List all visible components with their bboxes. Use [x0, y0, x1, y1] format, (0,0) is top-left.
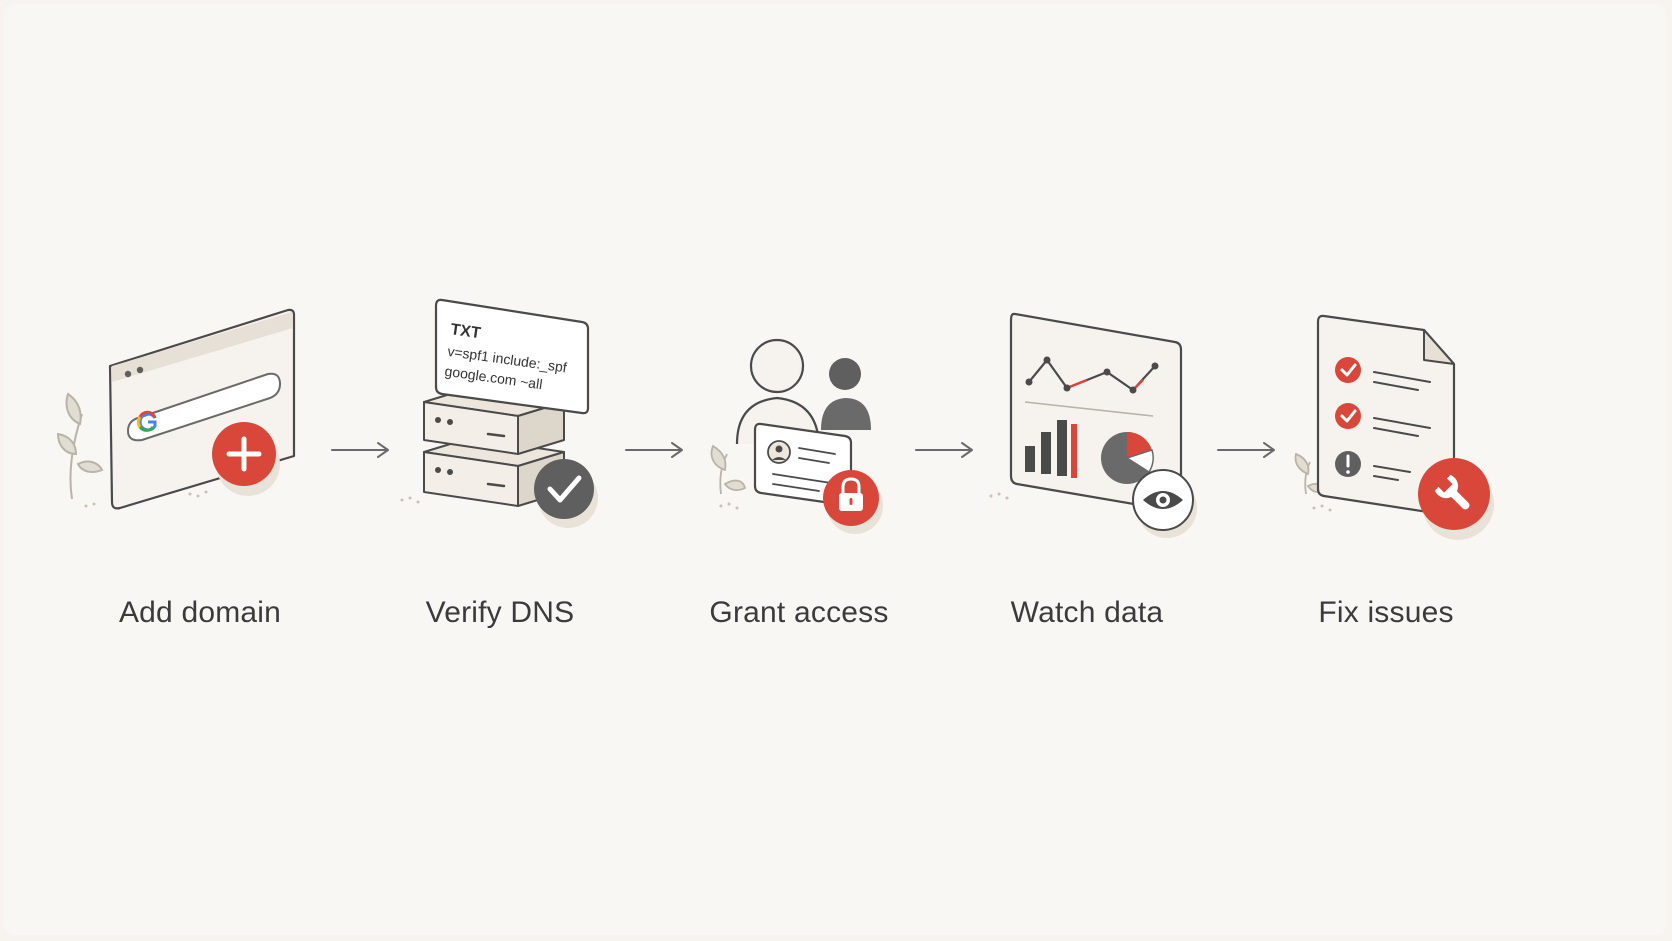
ground-dots — [719, 502, 739, 510]
users-lock-icon — [710, 338, 883, 534]
chart-eye-icon — [989, 312, 1197, 538]
leaf-decoration — [56, 392, 104, 500]
check-icon — [547, 475, 582, 503]
pie-chart — [1101, 431, 1154, 484]
leaf-decoration — [710, 444, 747, 495]
arrow-right-icon — [915, 442, 973, 458]
ground-dots — [84, 490, 208, 508]
dns-record-card: TXT v=spf1 include:_spf google.com ~all — [434, 298, 590, 415]
step-label: Grant access — [709, 596, 889, 629]
bar-chart — [1025, 420, 1077, 478]
check-item — [1335, 403, 1431, 437]
step-grant-access: Grant access — [649, 294, 949, 634]
step-label: Fix issues — [1318, 596, 1454, 629]
line-chart — [1025, 356, 1159, 394]
check-item — [1335, 357, 1431, 391]
wrench-icon — [1434, 474, 1470, 510]
step-watch-data: Watch data — [937, 294, 1237, 634]
lock-icon — [839, 477, 863, 511]
page-fold — [1423, 329, 1455, 365]
arrow-right-icon — [331, 442, 389, 458]
step-fix-issues: Fix issues — [1236, 294, 1536, 634]
step-label: Add domain — [118, 596, 282, 629]
browser-plus-icon — [56, 308, 296, 510]
browser-titlebar — [112, 312, 293, 382]
checklist-wrench-icon — [1294, 314, 1494, 540]
step-verify-dns: TXT v=spf1 include:_spf google.com ~all … — [350, 294, 650, 634]
plus-icon — [226, 436, 262, 472]
step-label: Watch data — [1010, 596, 1164, 629]
user-head — [829, 358, 861, 390]
divider — [1024, 401, 1154, 417]
step-label: Verify DNS — [425, 596, 575, 629]
user-head — [749, 338, 805, 394]
search-bar — [126, 372, 282, 442]
arrow-right-icon — [625, 442, 683, 458]
ground-dots — [989, 492, 1009, 500]
window-dot — [124, 370, 132, 378]
window-dot — [136, 366, 144, 374]
ground-dots — [1312, 504, 1332, 512]
google-g-icon — [136, 410, 157, 432]
dns-record-type: TXT — [449, 321, 482, 342]
check-badge — [534, 459, 594, 519]
server-check-icon: TXT v=spf1 include:_spf google.com ~all — [400, 298, 598, 528]
ground-dots — [400, 496, 420, 504]
user-body — [821, 398, 871, 430]
arrow-right-icon — [1217, 442, 1275, 458]
eye-icon — [1143, 491, 1183, 509]
warning-item — [1335, 451, 1411, 481]
step-add-domain: Add domain — [50, 294, 350, 634]
diagram-canvas: Add domain — [4, 4, 1666, 935]
